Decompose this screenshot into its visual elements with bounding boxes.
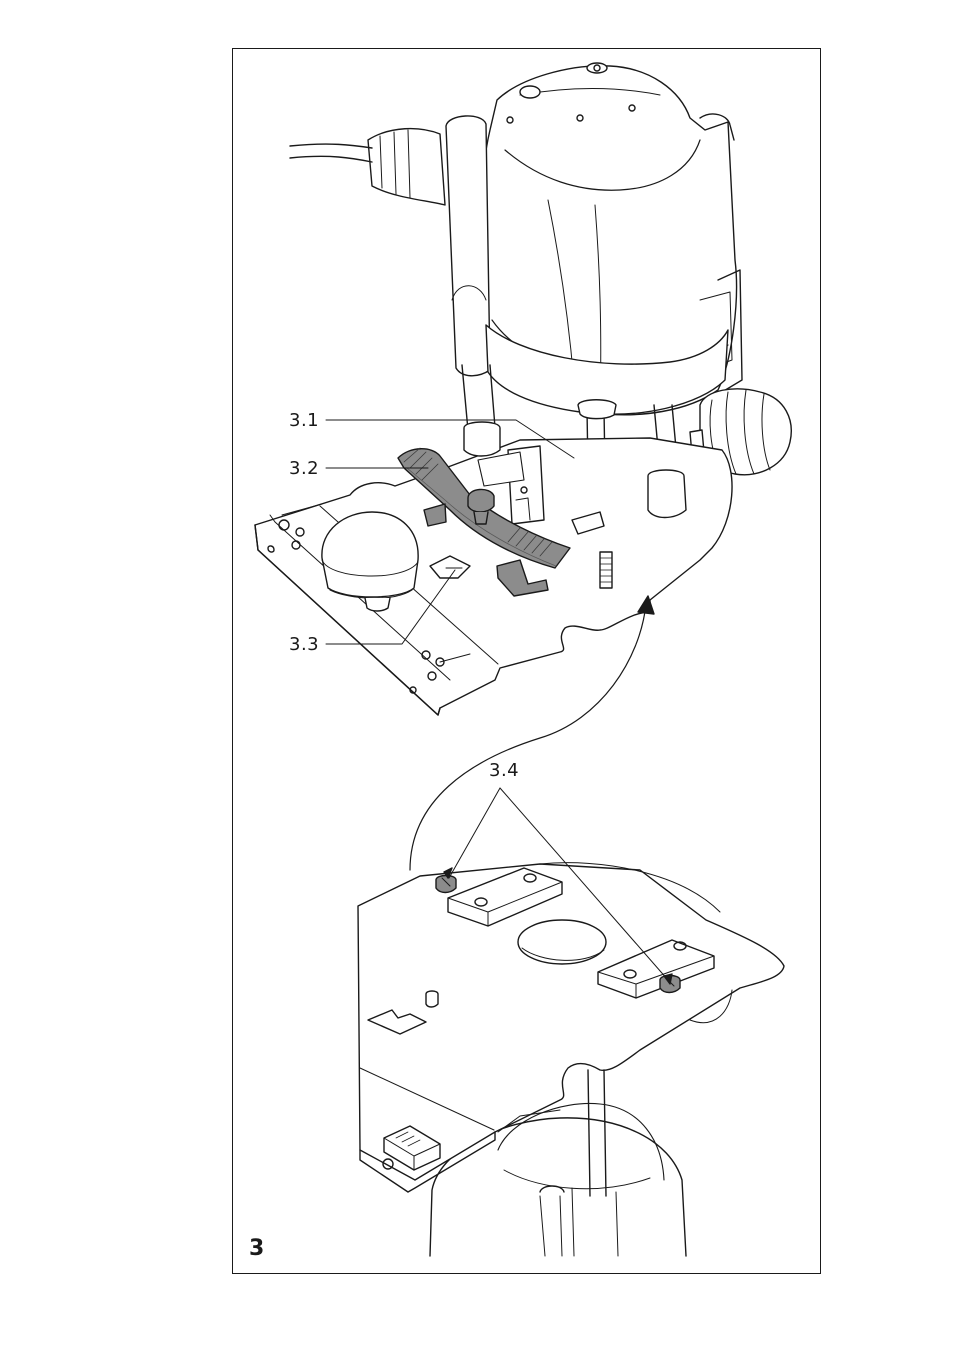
figure-number: 3	[249, 1236, 264, 1261]
router-handle	[446, 116, 490, 376]
callout-3-4: 3.4	[489, 762, 519, 780]
callout-3-1: 3.1	[289, 412, 319, 430]
base-underside-assembly	[358, 788, 784, 1256]
callout-3-3: 3.3	[289, 636, 319, 654]
router-assembly	[255, 63, 791, 870]
callout-3-2: 3.2	[289, 460, 319, 478]
mounting-screw-left	[436, 876, 456, 893]
